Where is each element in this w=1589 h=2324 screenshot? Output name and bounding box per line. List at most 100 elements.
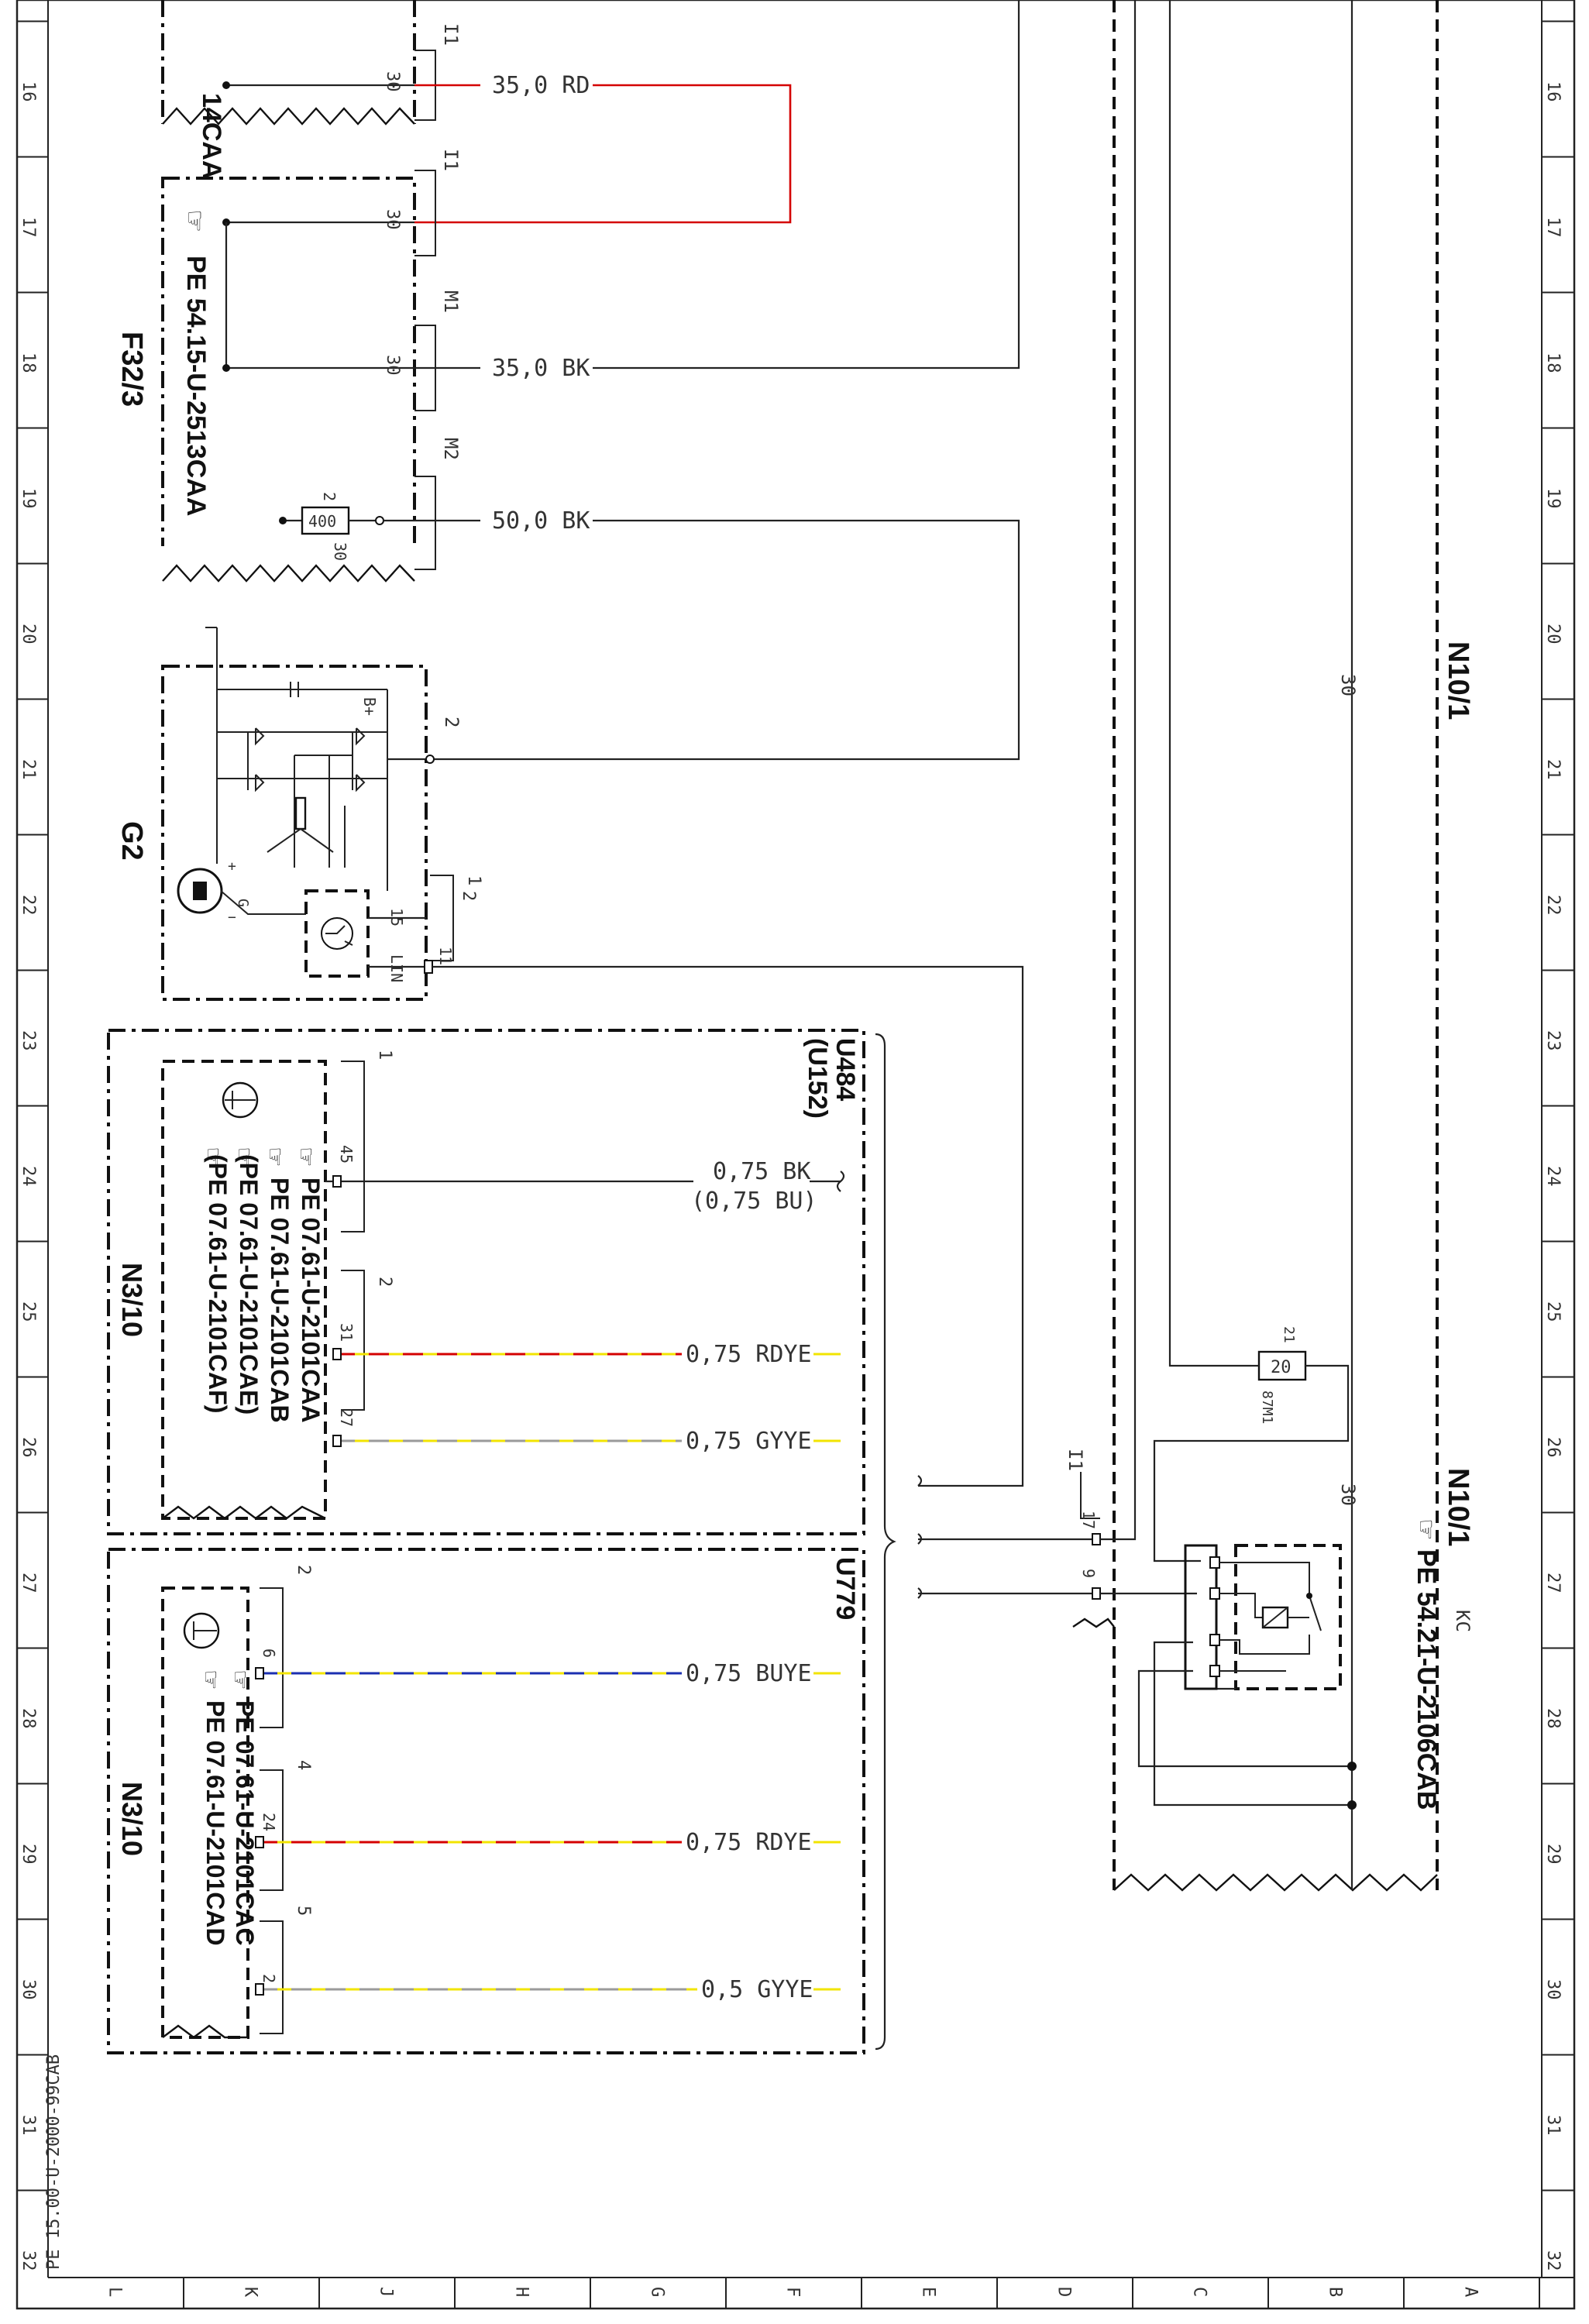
pin-label: B+ — [360, 697, 379, 716]
fuse-symbol — [301, 506, 350, 535]
fuse-block-fragment-label: 14CAA — [197, 93, 226, 179]
pin-label: 17 — [1079, 1511, 1098, 1529]
wire-label-075-gyye: 0,75 GYYE — [686, 1428, 812, 1455]
pin-label: 31 — [337, 1323, 356, 1342]
fuse-block-f32: ☞ PE 54.15-U-2513CAA F32/3 30 I1 30 M1 4… — [115, 149, 462, 593]
column-label: D — [1054, 2287, 1074, 2297]
row-label: 31 — [1543, 2115, 1563, 2136]
pointer-icon: ☞ — [262, 1147, 287, 1167]
row-label: 20 — [1543, 624, 1563, 645]
wire-label-05-gyye: 0,5 GYYE — [701, 1976, 813, 2003]
wire-label-30: 30 — [1337, 674, 1359, 696]
pointer-icon: ☞ — [227, 1669, 253, 1690]
sheet-frame — [15, 0, 1576, 2310]
wire-label-075-rdye: 0,75 RDYE — [686, 1341, 812, 1368]
column-label: B — [1326, 2287, 1345, 2297]
n3-bottom-label: N3/10 — [116, 1782, 148, 1856]
f32-label: F32/3 — [115, 332, 148, 407]
pointer-icon: ☞ — [1412, 1518, 1440, 1541]
g2-label: G2 — [115, 821, 148, 861]
connector-label: M2 — [440, 438, 462, 460]
relay-box — [1234, 1544, 1342, 1690]
pin-label: 2 — [441, 717, 463, 727]
pin-label: 11 — [436, 947, 455, 965]
n10-label: N10/1 — [1442, 641, 1474, 720]
pin-label: + — [228, 858, 236, 875]
connector-label: I1 — [1064, 1449, 1086, 1471]
f32-doc-ref: PE 54.15-U-2513CAA — [181, 256, 211, 516]
connector-label: I1 — [440, 149, 462, 171]
pin-label: 5 — [294, 1906, 313, 1916]
row-label: 32 — [19, 2250, 38, 2271]
row-label: 25 — [19, 1301, 38, 1322]
n3-doc-line-2: PE 07.61-U-2101CAB — [266, 1177, 294, 1423]
row-label: 29 — [1543, 1844, 1563, 1865]
row-label: 30 — [19, 1979, 38, 2000]
row-label: 32 — [1543, 2250, 1563, 2271]
row-label: 17 — [19, 217, 38, 238]
pointer-icon: ☞ — [180, 209, 209, 232]
pin-label: 9 — [1079, 1569, 1098, 1578]
group-u484-sublabel: (U152) — [803, 1038, 832, 1119]
fuse-block-fragment: 14CAA 30 I1 — [161, 0, 462, 179]
pin-label: 2 — [320, 492, 339, 501]
row-label: 26 — [19, 1437, 38, 1458]
pin-label: 1 — [464, 875, 483, 885]
row-label: 26 — [1543, 1437, 1563, 1458]
pin-label: 2 — [294, 1565, 313, 1575]
row-label: 18 — [19, 352, 38, 373]
n10-sub-label: KC — [1452, 1610, 1474, 1632]
row-label: 17 — [1543, 217, 1563, 238]
pin-label: 87M1 — [1259, 1391, 1275, 1424]
wire-label-30-b: 30 — [1337, 1483, 1359, 1506]
row-label: 28 — [19, 1708, 38, 1729]
row-label: 28 — [1543, 1708, 1563, 1729]
column-label: J — [377, 2287, 396, 2297]
n3-doc-line-3: (PE 07.61-U-2101CAE) — [235, 1154, 263, 1415]
group-u779: U779 ☞ ☞ PE 07.61-U-2101CAC PE 07.61-U-2… — [107, 1033, 896, 2054]
pin-label: 1 — [375, 1050, 394, 1060]
pin-label: 15 — [387, 908, 406, 927]
wire-label-075-bu: (0,75 BU) — [691, 1188, 817, 1215]
pin-label: 4 — [294, 1760, 313, 1770]
pin-label: LIN — [387, 954, 406, 982]
group-u484: U484 (U152) ☞ ☞ ☞ ☞ PE 07.61-U-2101CAA P… — [107, 1029, 865, 1535]
pin-label: G — [235, 899, 251, 907]
row-label: 21 — [19, 759, 38, 780]
document-reference: PE 15.00-U-2000-99CAB — [44, 2054, 64, 2270]
n10-doc-ref: PE 54.21-U-2106CAB — [1412, 1549, 1441, 1810]
fuse-value: 20 — [1271, 1358, 1291, 1377]
n3-doc-line-4: (PE 07.61-U-2101CAF) — [204, 1154, 232, 1413]
row-label: 27 — [19, 1573, 38, 1593]
pin-label: 30 — [383, 209, 402, 230]
wire-label-075-buye: 0,75 BUYE — [686, 1660, 812, 1687]
row-label: 19 — [1543, 488, 1563, 509]
pin-label: 24 — [260, 1813, 278, 1831]
row-label: 18 — [1543, 352, 1563, 373]
row-label: 19 — [19, 488, 38, 509]
fuse-value: 400 — [308, 512, 336, 531]
row-label: 23 — [1543, 1030, 1563, 1051]
sam-n10: 30 30 N10/1 N10/1 20 21 87M1 ☞ PE 54.21-… — [1100, 0, 1474, 1892]
fuse-symbol — [1257, 1350, 1307, 1381]
n10-label-2: N10/1 — [1442, 1468, 1474, 1546]
pin-label: 45 — [337, 1145, 356, 1164]
row-label: 29 — [19, 1844, 38, 1865]
row-label: 24 — [1543, 1166, 1563, 1187]
pointer-icon: ☞ — [293, 1147, 318, 1167]
n3-top-label: N3/10 — [116, 1263, 148, 1337]
row-label: 16 — [1543, 81, 1563, 102]
column-label: A — [1461, 2287, 1481, 2297]
column-label: E — [919, 2287, 938, 2297]
n3-b-doc-line-1: PE 07.61-U-2101CAC — [231, 1700, 259, 1946]
column-label: L — [105, 2287, 125, 2297]
wire-label-50-bk: 50,0 BK — [492, 507, 590, 535]
pointer-icon: ☞ — [198, 1669, 223, 1690]
row-label: 22 — [1543, 895, 1563, 916]
signal-wires: I1 17 9 — [917, 1449, 1115, 1628]
row-label: 22 — [19, 895, 38, 916]
n3-doc-line-1: PE 07.61-U-2101CAA — [297, 1177, 325, 1423]
pin-label: 30 — [383, 71, 402, 92]
pin-label: 27 — [337, 1408, 356, 1427]
